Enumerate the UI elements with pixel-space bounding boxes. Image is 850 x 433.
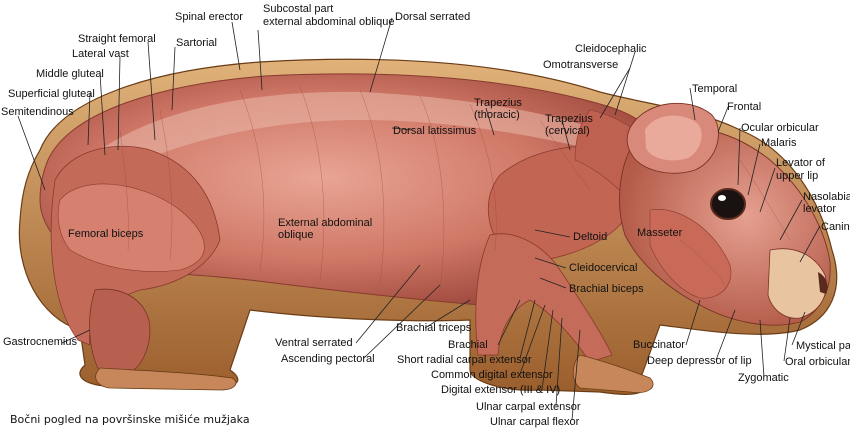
- label-levator-2: upper lip: [776, 170, 818, 182]
- label-gastrocnemius: Gastrocnemius: [3, 336, 77, 348]
- label-malaris: Malaris: [761, 137, 797, 149]
- label-frontal: Frontal: [727, 101, 761, 113]
- dorsal-fascia: [100, 91, 600, 175]
- label-external-abdominal-1: External abdominal: [278, 217, 372, 229]
- fore-foot: [572, 354, 654, 393]
- snout: [767, 248, 827, 319]
- label-nasolabial-1: Nasolabial: [803, 191, 850, 203]
- label-canine: Canine: [821, 221, 850, 233]
- ear-inner: [645, 115, 702, 161]
- femoral-biceps-muscle: [57, 183, 205, 272]
- label-ulnar-extensor: Ulnar carpal extensor: [476, 401, 581, 413]
- label-mystical-pad: Mystical pad: [796, 340, 850, 352]
- label-external-abdominal-2: oblique: [278, 229, 313, 241]
- label-brachial-biceps: Brachial biceps: [569, 283, 644, 295]
- label-straight-femoral: Straight femoral: [78, 33, 156, 45]
- label-middle-gluteal: Middle gluteal: [36, 68, 104, 80]
- foreleg: [475, 233, 613, 363]
- label-temporal: Temporal: [692, 83, 737, 95]
- eye-highlight: [718, 195, 726, 201]
- label-ascending-pectoral: Ascending pectoral: [281, 353, 375, 365]
- label-digital-extensor: Digital extensor (III & IV): [441, 384, 560, 396]
- labels: Spinal erector Subcostal part external a…: [1, 3, 850, 428]
- label-nasolabial-2: levator: [803, 203, 836, 215]
- label-buccinator: Buccinator: [633, 339, 685, 351]
- label-trapezius-thoracic-2: (thoracic): [474, 109, 520, 121]
- label-omotransverse: Omotransverse: [543, 59, 618, 71]
- label-ocular-orbicular: Ocular orbicular: [741, 122, 819, 134]
- masseter-muscle: [649, 209, 732, 299]
- label-subcostal-1: Subcostal part: [263, 3, 333, 15]
- label-levator-1: Levator of: [776, 157, 826, 169]
- label-deep-depressor: Deep depressor of lip: [647, 355, 752, 367]
- label-subcostal-2: external abdominal oblique: [263, 16, 394, 28]
- muscle-striations: [119, 85, 791, 291]
- label-ulnar-flexor: Ulnar carpal flexor: [490, 416, 580, 428]
- label-spinal-erector: Spinal erector: [175, 11, 243, 23]
- label-zygomatic: Zygomatic: [738, 372, 789, 384]
- hind-foot: [95, 367, 237, 391]
- figure-caption: Bočni pogled na površinske mišiće mužjak…: [10, 413, 250, 426]
- label-common-digital: Common digital extensor: [431, 369, 553, 381]
- label-lateral-vast: Lateral vast: [72, 48, 129, 60]
- label-cleidocephalic: Cleidocephalic: [575, 43, 647, 55]
- label-brachial: Brachial: [448, 339, 488, 351]
- label-sartorial: Sartorial: [176, 37, 217, 49]
- label-trapezius-cervical-2: (cervical): [545, 125, 590, 137]
- leader-lines: [17, 17, 821, 421]
- label-femoral-biceps: Femoral biceps: [68, 228, 144, 240]
- label-trapezius-thoracic-1: Trapezius: [474, 97, 522, 109]
- nose: [818, 272, 828, 294]
- label-oral-orbicular: Oral orbicular: [785, 356, 850, 368]
- label-dorsal-latissimus: Dorsal latissimus: [393, 125, 477, 137]
- label-masseter: Masseter: [637, 227, 683, 239]
- hind-leg: [89, 288, 151, 373]
- label-superficial-gluteal: Superficial gluteal: [8, 88, 95, 100]
- label-trapezius-cervical-1: Trapezius: [545, 113, 593, 125]
- label-semitendinous: Semitendinous: [1, 106, 74, 118]
- label-deltoid: Deltoid: [573, 231, 607, 243]
- eye: [710, 188, 746, 220]
- label-brachial-triceps: Brachial triceps: [396, 322, 472, 334]
- label-short-radial: Short radial carpal extensor: [397, 354, 532, 366]
- label-dorsal-serrated: Dorsal serrated: [395, 11, 470, 23]
- label-ventral-serrated: Ventral serrated: [275, 337, 353, 349]
- label-cleidocervical: Cleidocervical: [569, 262, 637, 274]
